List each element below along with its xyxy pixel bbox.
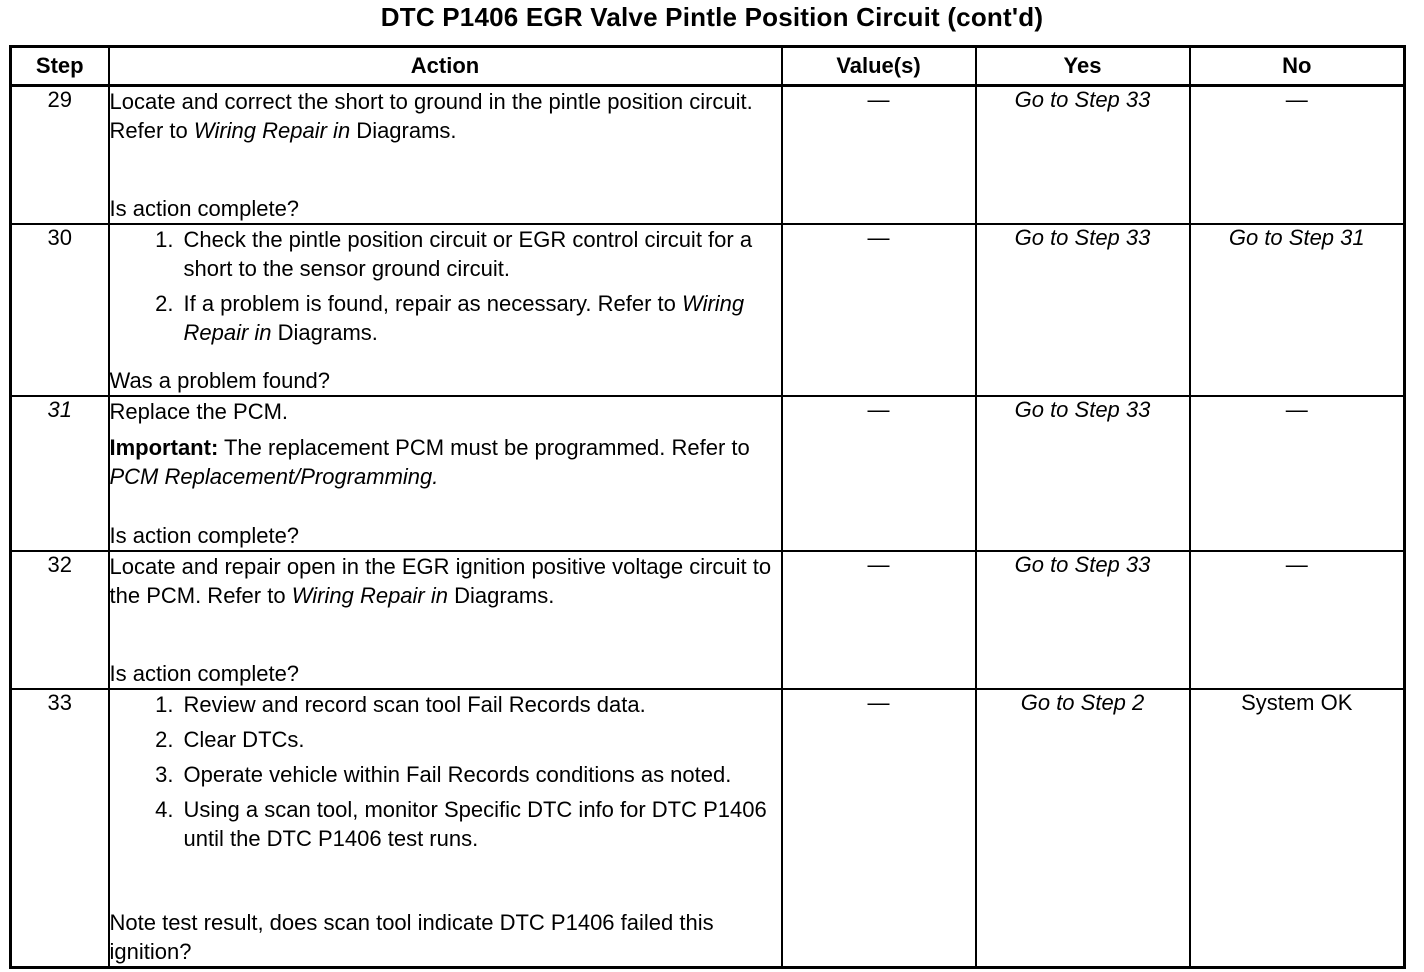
yes-link: Go to Step 33 bbox=[1014, 224, 1151, 250]
value-cell: — bbox=[780, 394, 977, 552]
value-cell: — bbox=[780, 84, 977, 225]
no-cell: — bbox=[1188, 394, 1406, 552]
yes-cell: Go to Step 33 bbox=[974, 549, 1191, 690]
important-note: Important: The replacement PCM must be p… bbox=[109, 434, 750, 489]
action-text: Locate and repair open in the EGR igniti… bbox=[109, 553, 772, 608]
column-header-step: Step bbox=[9, 45, 110, 87]
list-item: 1.Check the pintle position circuit or E… bbox=[155, 226, 753, 281]
no-cell: — bbox=[1188, 84, 1406, 225]
list-item: 3.Operate vehicle within Fail Records co… bbox=[155, 761, 732, 787]
yes-link: Go to Step 2 bbox=[1020, 689, 1145, 715]
action-cell: Replace the PCM. Important: The replacem… bbox=[107, 394, 783, 552]
action-cell: 1.Review and record scan tool Fail Recor… bbox=[107, 687, 783, 969]
action-list: 1.Check the pintle position circuit or E… bbox=[110, 225, 781, 353]
yes-cell: Go to Step 2 bbox=[974, 687, 1191, 969]
yes-link: Go to Step 33 bbox=[1014, 551, 1151, 577]
action-question: Is action complete? bbox=[109, 522, 300, 548]
action-cell: Locate and repair open in the EGR igniti… bbox=[107, 549, 783, 690]
step-number: 33 bbox=[9, 687, 110, 969]
action-cell: 1.Check the pintle position circuit or E… bbox=[107, 222, 783, 397]
no-cell: — bbox=[1188, 549, 1406, 690]
value-cell: — bbox=[780, 222, 977, 397]
action-question: Is action complete? bbox=[109, 660, 300, 686]
table-row: 31 Replace the PCM. Important: The repla… bbox=[9, 394, 1406, 552]
list-item: 2.If a problem is found, repair as neces… bbox=[155, 290, 745, 345]
column-header-no: No bbox=[1188, 45, 1406, 87]
action-text: Replace the PCM. bbox=[109, 398, 289, 424]
action-list: 1.Review and record scan tool Fail Recor… bbox=[110, 690, 781, 859]
column-header-action: Action bbox=[107, 45, 783, 87]
yes-cell: Go to Step 33 bbox=[974, 222, 1191, 397]
action-question: Was a problem found? bbox=[109, 367, 331, 393]
page-title: DTC P1406 EGR Valve Pintle Position Circ… bbox=[380, 2, 1044, 32]
column-header-values: Value(s) bbox=[780, 45, 977, 87]
no-link: Go to Step 31 bbox=[1228, 224, 1365, 250]
step-number: 31 bbox=[9, 394, 110, 552]
action-question: Is action complete? bbox=[109, 195, 300, 221]
table-row: 32 Locate and repair open in the EGR ign… bbox=[9, 549, 1406, 690]
list-item: 4.Using a scan tool, monitor Specific DT… bbox=[155, 796, 767, 851]
action-text: Locate and correct the short to ground i… bbox=[109, 89, 753, 143]
yes-cell: Go to Step 33 bbox=[974, 394, 1191, 552]
column-header-yes: Yes bbox=[974, 45, 1191, 87]
list-item: 1.Review and record scan tool Fail Recor… bbox=[155, 691, 646, 717]
list-item: 2.Clear DTCs. bbox=[155, 726, 305, 752]
step-number: 32 bbox=[9, 549, 110, 690]
value-cell: — bbox=[780, 549, 977, 690]
action-cell: Locate and correct the short to ground i… bbox=[107, 84, 783, 225]
table-header-row: Step Action Value(s) Yes No bbox=[9, 45, 1406, 87]
step-number: 29 bbox=[9, 84, 110, 225]
action-question: Note test result, does scan tool indicat… bbox=[109, 910, 714, 964]
diagnostic-table: Step Action Value(s) Yes No 29 Locate an… bbox=[9, 45, 1406, 969]
table-row: 30 1.Check the pintle position circuit o… bbox=[9, 222, 1406, 397]
yes-cell: Go to Step 33 bbox=[974, 84, 1191, 225]
no-cell: Go to Step 31 bbox=[1188, 222, 1406, 397]
table-row: 29 Locate and correct the short to groun… bbox=[9, 84, 1406, 225]
yes-link: Go to Step 33 bbox=[1014, 87, 1151, 112]
yes-link: Go to Step 33 bbox=[1014, 396, 1151, 422]
value-cell: — bbox=[780, 687, 977, 969]
table-row: 33 1.Review and record scan tool Fail Re… bbox=[9, 687, 1406, 969]
no-cell: System OK bbox=[1188, 687, 1406, 969]
step-number: 30 bbox=[9, 222, 110, 397]
